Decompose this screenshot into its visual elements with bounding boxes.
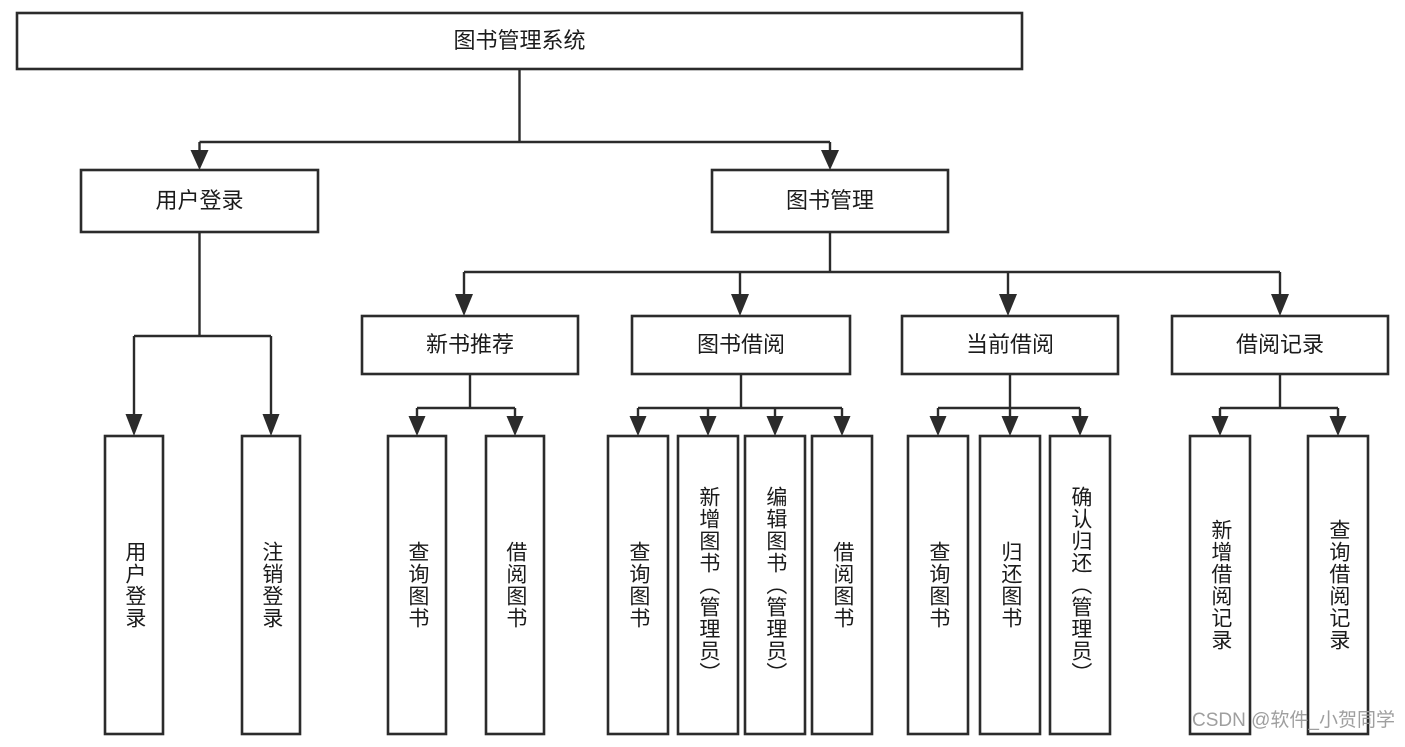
connector-group-user-login [125,232,280,436]
connector-group-new-book-rec [408,374,524,436]
arrow-head-leaf-query-book-2 [629,416,647,436]
connector-group-book-manage [455,232,1289,316]
node-book-borrow-box[interactable] [630,314,852,376]
node-leaf-add-record-box[interactable] [1188,434,1252,736]
node-new-book-rec-box[interactable] [360,314,580,376]
node-user-login[interactable]: 用户登录 [79,168,320,234]
arrow-head-leaf-borrow-book-1 [506,416,524,436]
node-leaf-edit-book-box[interactable] [743,434,807,736]
node-leaf-add-book-box[interactable] [676,434,740,736]
arrow-head-leaf-query-book-3 [929,416,947,436]
arrow-head-book-borrow [731,294,749,316]
node-leaf-query-book-1-box[interactable] [386,434,448,736]
connector-group-root [190,69,839,170]
node-current-borrow-box[interactable] [900,314,1120,376]
node-borrow-record[interactable]: 借阅记录 [1170,314,1390,376]
node-leaf-return-book-box[interactable] [978,434,1042,736]
node-new-book-rec[interactable]: 新书推荐 [360,314,580,376]
node-leaf-borrow-book-2-box[interactable] [810,434,874,736]
node-leaf-borrow-book-1-box[interactable] [484,434,546,736]
node-leaf-confirm-return-box[interactable] [1048,434,1112,736]
node-current-borrow[interactable]: 当前借阅 [900,314,1120,376]
connector-group-current-borrow [929,374,1089,436]
node-book-manage-label: 图书管理 [786,188,874,213]
node-new-book-rec-label: 新书推荐 [426,332,514,357]
arrow-head-leaf-user-login [125,414,143,436]
connector-group-borrow-record [1211,374,1347,436]
node-leaf-user-login-box[interactable] [103,434,165,736]
node-leaf-user-logout-box[interactable] [240,434,302,736]
arrow-head-new-book-rec [455,294,473,316]
leaf-boxes [103,434,1370,736]
node-root-box[interactable] [15,11,1024,71]
arrow-head-current-borrow [999,294,1017,316]
node-book-borrow[interactable]: 图书借阅 [630,314,852,376]
node-user-login-box[interactable] [79,168,320,234]
arrow-head-leaf-borrow-book-2 [833,416,851,436]
arrow-head-leaf-add-book [699,416,717,436]
node-book-borrow-label: 图书借阅 [697,332,785,357]
arrow-head-user-login [190,150,209,170]
node-borrow-record-label: 借阅记录 [1236,332,1324,357]
arrow-head-leaf-query-book-1 [408,416,426,436]
node-leaf-query-book-2-box[interactable] [606,434,670,736]
arrow-head-leaf-edit-book [766,416,784,436]
csdn-watermark: CSDN @软件_小贺同学 [1192,710,1395,731]
node-current-borrow-label: 当前借阅 [966,332,1054,357]
arrow-head-leaf-confirm-return [1071,416,1089,436]
arrow-head-book-manage [821,150,839,170]
arrow-head-borrow-record [1271,294,1289,316]
connector-group-book-borrow [629,374,851,436]
node-book-manage[interactable]: 图书管理 [710,168,950,234]
arrow-head-leaf-return-book [1001,416,1019,436]
node-leaf-query-book-3-box[interactable] [906,434,970,736]
arrow-head-leaf-query-record [1329,416,1347,436]
node-leaf-query-record-box[interactable] [1306,434,1370,736]
arrow-head-leaf-add-record [1211,416,1229,436]
arrow-head-leaf-user-logout [262,414,280,436]
node-user-login-label: 用户登录 [155,188,243,213]
node-borrow-record-box[interactable] [1170,314,1390,376]
node-root[interactable]: 图书管理系统 [15,11,1024,71]
node-root-label: 图书管理系统 [453,28,585,53]
node-book-manage-box[interactable] [710,168,950,234]
